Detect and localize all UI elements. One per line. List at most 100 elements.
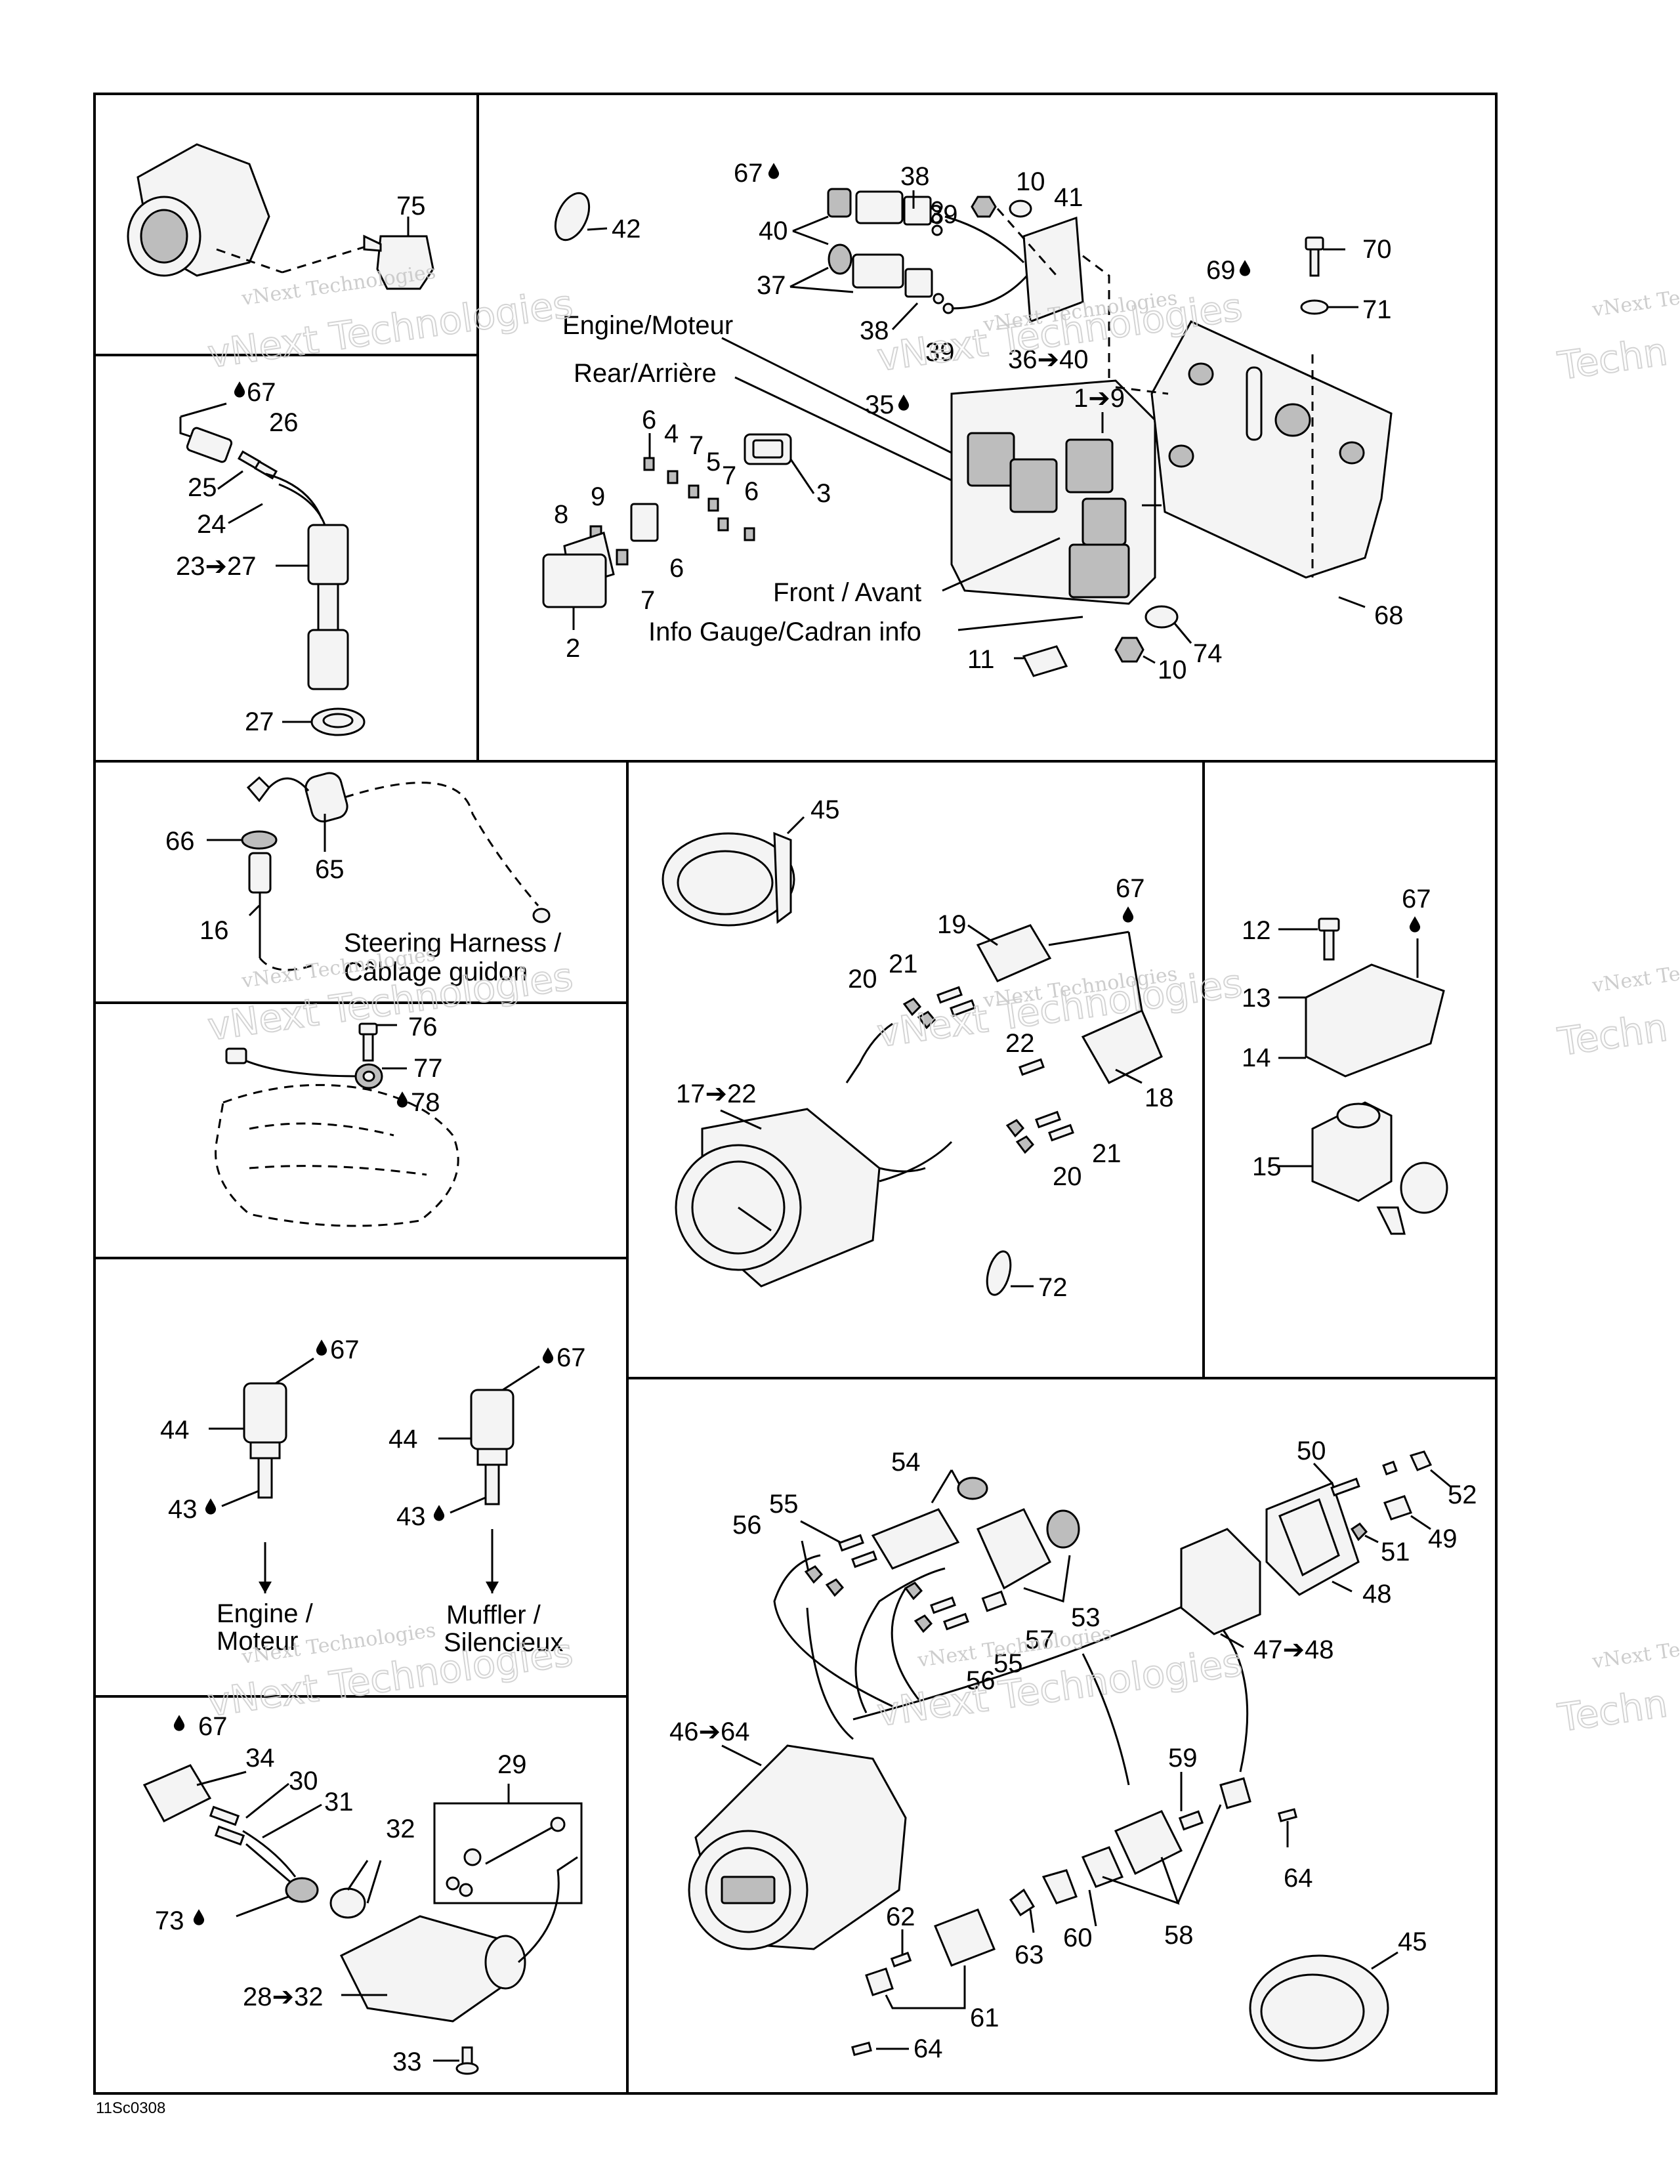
panel-speed-sensor: 67 34 30 31 32 29 73 28➔32 33	[142, 1712, 583, 2076]
callout-12: 12	[1242, 916, 1271, 945]
watermark-edge-small-1: vNext Te	[1590, 286, 1680, 322]
callout-10a: 10	[1016, 167, 1045, 196]
sensor-16-66	[207, 814, 326, 971]
callout-67d: 67	[1402, 885, 1431, 914]
connectors-53-57	[871, 1469, 1080, 1612]
callout-73: 73	[155, 1906, 184, 1935]
callout-35: 35	[865, 390, 894, 419]
callout-63: 63	[1015, 1941, 1044, 1969]
watermark-edge-small-2: vNext Te	[1590, 962, 1680, 998]
callout-56a: 56	[732, 1511, 762, 1540]
gauge-17	[675, 1022, 953, 1288]
callout-29: 29	[497, 1750, 527, 1779]
callout-58: 58	[1164, 1921, 1194, 1950]
harness-main	[773, 1554, 1249, 1786]
callout-65: 65	[315, 855, 345, 884]
callout-36-40: 36➔40	[1008, 345, 1089, 374]
callout-15: 15	[1252, 1152, 1282, 1181]
watermark-big-4: vNext Technologies	[874, 961, 1244, 1056]
temperature-sensor-75	[363, 217, 434, 290]
callout-11: 11	[967, 645, 995, 674]
callout-64a: 64	[1284, 1864, 1313, 1893]
callout-55b: 55	[994, 1649, 1023, 1678]
callout-66: 66	[165, 827, 195, 856]
callout-46-64: 46➔64	[669, 1717, 750, 1746]
watermark-edge-big-1: Techn	[1555, 329, 1670, 388]
callout-47-48: 47➔48	[1253, 1635, 1334, 1664]
engine-block-illustration	[215, 1083, 459, 1227]
sensor-44-muffler	[438, 1389, 514, 1593]
callout-25: 25	[188, 473, 217, 502]
callout-13: 13	[1242, 984, 1271, 1013]
callout-20a: 20	[848, 965, 877, 994]
bracket-14-sensor-15	[1278, 938, 1448, 1235]
callout-67f: 67	[556, 1343, 586, 1372]
bezel-45a	[662, 816, 805, 927]
callout-7c: 7	[640, 586, 655, 615]
callout-28-32: 28➔32	[243, 1983, 324, 2011]
callout-57: 57	[1025, 1626, 1055, 1654]
bezel-45b	[1249, 1951, 1398, 2062]
callout-40a: 40	[759, 217, 788, 245]
nut-10a	[971, 196, 1032, 218]
caption-rear-arriere: Rear/Arrière	[574, 359, 717, 388]
callout-48: 48	[1362, 1580, 1392, 1608]
callout-62: 62	[886, 1902, 915, 1931]
ecm-module	[950, 379, 1162, 605]
callout-67b: 67	[734, 159, 763, 188]
callout-67c: 67	[1116, 874, 1145, 903]
ring-27	[282, 707, 366, 736]
callout-16: 16	[200, 916, 229, 945]
relay-box-2	[542, 532, 615, 608]
callout-76: 76	[408, 1013, 438, 1041]
callout-33: 33	[392, 2048, 422, 2076]
callout-53: 53	[1071, 1603, 1101, 1632]
callout-18: 18	[1144, 1083, 1174, 1112]
callout-30: 30	[289, 1767, 318, 1796]
callout-27: 27	[245, 707, 274, 736]
callout-3: 3	[816, 479, 831, 508]
panel-oil-level-sensor: 67 26 25 24 23➔27 27	[176, 378, 366, 736]
parts-11-10-74	[1014, 605, 1192, 677]
watermark-edge-big-3: Techn	[1555, 1681, 1670, 1740]
callout-22: 22	[1005, 1029, 1035, 1058]
callout-78: 78	[411, 1088, 440, 1117]
caption-engine-2: Moteur	[217, 1627, 299, 1656]
callout-60: 60	[1063, 1923, 1093, 1952]
callout-56b: 56	[966, 1666, 996, 1695]
callout-7a: 7	[689, 431, 704, 460]
callout-45b: 45	[1398, 1927, 1427, 1956]
callout-39a: 39	[929, 200, 958, 229]
callout-71: 71	[1362, 295, 1392, 324]
connector-47-48	[1180, 1482, 1360, 1648]
terminals-55-56	[804, 1534, 969, 1633]
callout-51: 51	[1381, 1538, 1410, 1566]
callout-43a: 43	[168, 1495, 198, 1524]
callout-52: 52	[1448, 1480, 1477, 1509]
panel-knock-sensor: 76 77 78	[215, 1013, 459, 1227]
callout-21a: 21	[889, 950, 918, 978]
connector-set-upper	[827, 188, 1025, 264]
callout-44b: 44	[388, 1425, 418, 1454]
callout-74: 74	[1193, 639, 1223, 668]
sensor-44-engine	[209, 1382, 287, 1593]
callout-44a: 44	[160, 1416, 190, 1444]
callout-14: 14	[1242, 1043, 1271, 1072]
callout-2: 2	[566, 634, 580, 663]
callout-24: 24	[197, 510, 226, 539]
caption-muffler-1: Muffler /	[446, 1601, 541, 1629]
callout-23-27: 23➔27	[176, 552, 257, 581]
callout-10b: 10	[1158, 656, 1187, 684]
callout-67e: 67	[330, 1335, 360, 1364]
callout-67g: 67	[198, 1712, 228, 1741]
callout-39b: 39	[925, 338, 955, 367]
bolt-70-washer-71	[1300, 236, 1358, 315]
callout-38a: 38	[900, 162, 930, 191]
callout-21b: 21	[1092, 1139, 1122, 1168]
callout-7b: 7	[722, 461, 736, 490]
callout-32: 32	[386, 1815, 415, 1843]
info-gauge-46	[688, 1744, 907, 1950]
callout-17-22: 17➔22	[676, 1080, 757, 1108]
callout-4: 4	[664, 419, 679, 448]
